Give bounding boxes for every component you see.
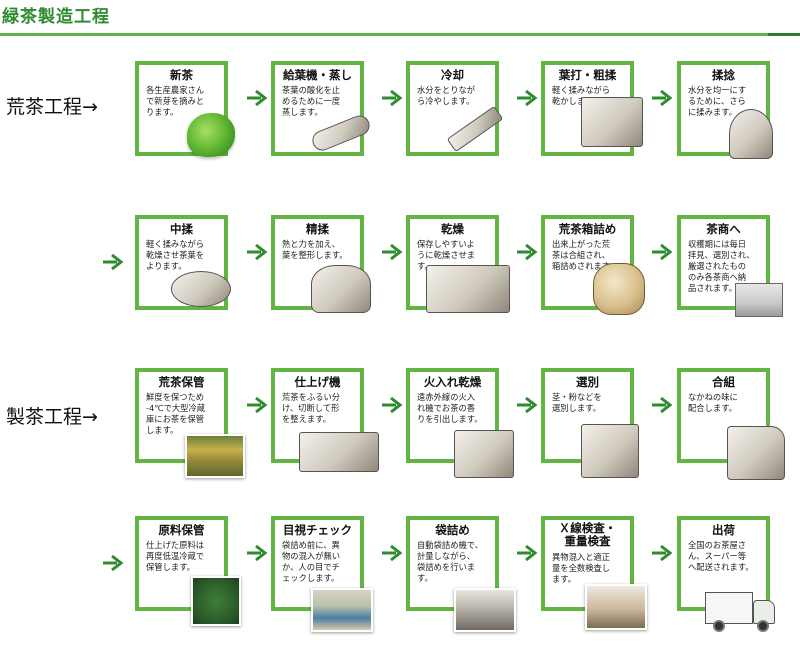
step-description: 各生産農家さん で新芽を摘みと ります。: [146, 85, 205, 117]
flow-arrow: [381, 243, 403, 261]
step-card: 葉打・粗揉軽く揉みながら 乾かします。: [541, 61, 634, 156]
flow-arrow: [651, 89, 673, 107]
step-title: 袋詰め: [435, 523, 470, 537]
step-title: 揉捻: [712, 68, 735, 82]
flow-arrow: [516, 544, 538, 562]
step-description: 保存しやすいよ うに乾燥させま す。: [417, 239, 476, 271]
step-title: 火入れ乾燥: [423, 375, 482, 389]
step-title: 仕上げ機: [294, 375, 341, 389]
step-title: 原料保管: [158, 523, 205, 537]
step-card: 給葉機・蒸し茶葉の酸化を止 めるために一度 蒸します。: [271, 61, 364, 156]
step-description: 遠赤外線の火入 れ機でお茶の香 りを引出します。: [417, 392, 483, 424]
step-title: 中揉: [170, 222, 193, 236]
step-card: 袋詰め自動袋詰め機で、 計量しながら、 袋詰めを行いま す。: [406, 516, 499, 611]
step-title: 出荷: [712, 523, 735, 537]
step-description: 軽く揉みながら 乾燥させ茶葉を よります。: [146, 239, 205, 271]
step-description: 異物混入と適正 量を全数検査し ます。: [552, 552, 611, 584]
step-description: 熱と力を加え、 葉を整形します。: [282, 239, 348, 260]
step-title: 合組: [712, 375, 735, 389]
step-description: 水分を均一にす るために、さら に揉みます。: [688, 85, 747, 117]
step-card: 合組なかねの味に 配合します。: [677, 368, 770, 463]
step-description: 水分をとりなが ら冷やします。: [417, 85, 476, 106]
step-title: 目視チェック: [283, 523, 352, 537]
step-card: 揉捻水分を均一にす るために、さら に揉みます。: [677, 61, 770, 156]
step-card: 荒茶箱詰め出来上がった荒 茶は合組され、 箱詰めされます。: [541, 215, 634, 310]
step-title: 精揉: [306, 222, 329, 236]
step-description: 茶葉の酸化を止 めるために一度 蒸します。: [282, 85, 341, 117]
flow-arrow: [246, 89, 268, 107]
step-description: 荒茶をふるい分 け、切断して形 を整えます。: [282, 392, 341, 424]
stage-label-seicha: 製茶工程→: [6, 406, 98, 428]
step-card: 火入れ乾燥遠赤外線の火入 れ機でお茶の香 りを引出します。: [406, 368, 499, 463]
step-title: 給葉機・蒸し: [283, 68, 352, 82]
flow-arrow-continuation: [102, 253, 124, 271]
page-title: 緑茶製造工程: [2, 7, 110, 27]
step-title: 荒茶保管: [158, 375, 205, 389]
flow-arrow: [651, 396, 673, 414]
step-card: 荒茶保管鮮度を保つため -4℃で大型冷蔵 庫にお茶を保管 します。: [135, 368, 228, 463]
step-title: 茶商へ: [706, 222, 741, 236]
flow-arrow: [246, 396, 268, 414]
step-description: 全国のお茶屋さ ん、スーパー等 へ配送されます。: [688, 540, 754, 572]
step-card: 中揉軽く揉みながら 乾燥させ茶葉を よります。: [135, 215, 228, 310]
stage-label-aracha: 荒茶工程→: [6, 96, 98, 118]
step-description: 軽く揉みながら 乾かします。: [552, 85, 611, 106]
flow-arrow: [651, 544, 673, 562]
flow-arrow: [381, 544, 403, 562]
title-rule: [0, 33, 800, 36]
flow-arrow: [246, 544, 268, 562]
step-card: 冷却水分をとりなが ら冷やします。: [406, 61, 499, 156]
flow-arrow-continuation: [102, 554, 124, 572]
step-card: 乾燥保存しやすいよ うに乾燥させま す。: [406, 215, 499, 310]
step-description: 鮮度を保つため -4℃で大型冷蔵 庫にお茶を保管 します。: [146, 392, 206, 435]
flow-arrow: [651, 243, 673, 261]
step-description: 自動袋詰め機で、 計量しながら、 袋詰めを行いま す。: [417, 540, 484, 583]
wheel-icon: [713, 620, 725, 632]
step-card: 精揉熱と力を加え、 葉を整形します。: [271, 215, 364, 310]
step-title: Ｘ線検査・ 重量検査: [558, 521, 617, 548]
step-description: 仕上げた原料は 再度低温冷蔵で 保管します。: [146, 540, 205, 572]
step-card: 出荷全国のお茶屋さ ん、スーパー等 へ配送されます。: [677, 516, 770, 611]
step-title: 冷却: [441, 68, 464, 82]
step-description: 収穫期には毎日 拝見、選別され、 厳選されたもの のみ各茶商へ納 品されます。: [688, 239, 755, 293]
flow-arrow: [516, 89, 538, 107]
step-card: 選別茎・粉などを 選別します。: [541, 368, 634, 463]
step-description: なかねの味に 配合します。: [688, 392, 738, 413]
flow-arrow: [516, 396, 538, 414]
step-card: 新茶各生産農家さん で新芽を摘みと ります。: [135, 61, 228, 156]
step-title: 新茶: [170, 68, 193, 82]
flow-arrow: [516, 243, 538, 261]
step-card: Ｘ線検査・ 重量検査異物混入と適正 量を全数検査し ます。: [541, 516, 634, 611]
step-card: 目視チェック袋詰め前に、異 物の混入が無い か、人の目でチ ェックします。: [271, 516, 364, 611]
step-card: 仕上げ機荒茶をふるい分 け、切断して形 を整えます。: [271, 368, 364, 463]
step-title: 選別: [576, 375, 599, 389]
flow-arrow: [381, 89, 403, 107]
wheel-icon: [757, 620, 769, 632]
step-description: 袋詰め前に、異 物の混入が無い か、人の目でチ ェックします。: [282, 540, 341, 583]
step-description: 出来上がった荒 茶は合組され、 箱詰めされます。: [552, 239, 618, 271]
step-card: 茶商へ収穫期には毎日 拝見、選別され、 厳選されたもの のみ各茶商へ納 品されま…: [677, 215, 770, 310]
step-description: 茎・粉などを 選別します。: [552, 392, 602, 413]
step-title: 荒茶箱詰め: [558, 222, 617, 236]
step-card: 原料保管仕上げた原料は 再度低温冷蔵で 保管します。: [135, 516, 228, 611]
step-title: 葉打・粗揉: [558, 68, 617, 82]
flow-arrow: [246, 243, 268, 261]
flow-arrow: [381, 396, 403, 414]
step-title: 乾燥: [441, 222, 464, 236]
